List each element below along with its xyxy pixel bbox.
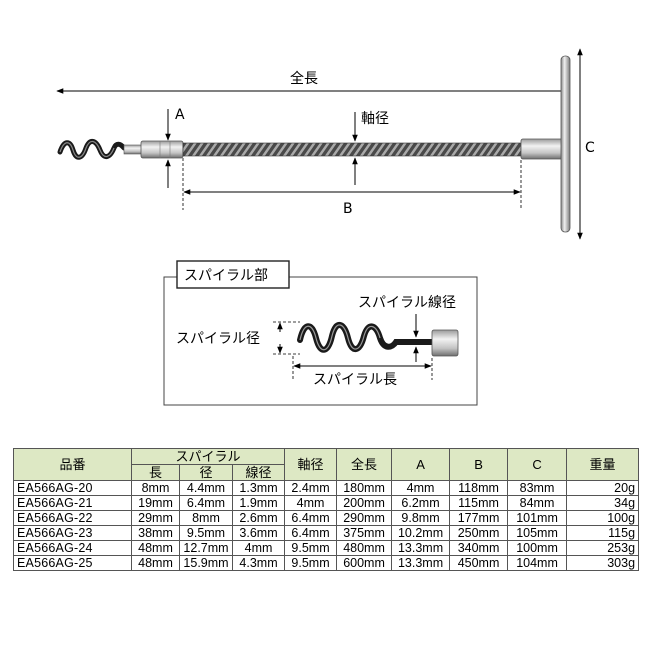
b-label: B	[343, 201, 353, 217]
cell-wire: 1.3mm	[231, 480, 286, 496]
rear-ferrule	[520, 138, 564, 160]
cell-total: 180mm	[336, 480, 393, 496]
cell-c: 105mm	[507, 525, 568, 541]
cell-b: 177mm	[449, 510, 509, 526]
cell-a: 13.3mm	[391, 555, 451, 571]
spiral-inset-title: スパイラル部	[184, 268, 268, 284]
cell-wire: 3.6mm	[231, 525, 286, 541]
cell-total: 200mm	[336, 495, 393, 511]
shaft-diameter-label: 軸径	[361, 111, 389, 127]
cell-diameter: 6.4mm	[179, 495, 233, 511]
a-label: A	[175, 107, 185, 123]
cell-b: 450mm	[449, 555, 509, 571]
header-spiral-wire: 線径	[231, 464, 286, 481]
cell-length: 48mm	[131, 555, 180, 571]
header-a: A	[391, 448, 451, 481]
table-row: EA566AG-23 38mm 9.5mm 3.6mm 6.4mm 375mm …	[13, 525, 640, 541]
cell-b: 115mm	[449, 495, 509, 511]
cell-total: 480mm	[336, 540, 393, 556]
cell-weight: 115g	[566, 525, 640, 541]
tip-stub	[123, 144, 143, 155]
cell-weight: 100g	[566, 510, 640, 526]
cell-b: 340mm	[449, 540, 509, 556]
cell-a: 13.3mm	[391, 540, 451, 556]
t-handle	[560, 55, 571, 233]
cell-b: 118mm	[449, 480, 509, 496]
header-c: C	[507, 448, 568, 481]
cell-total: 290mm	[336, 510, 393, 526]
header-b: B	[449, 448, 509, 481]
cell-a: 10.2mm	[391, 525, 451, 541]
table-row: EA566AG-20 8mm 4.4mm 1.3mm 2.4mm 180mm 4…	[13, 480, 640, 496]
inset-spiral	[297, 322, 435, 353]
cell-c: 100mm	[507, 540, 568, 556]
cell-wire: 1.9mm	[231, 495, 286, 511]
cell-diameter: 9.5mm	[179, 525, 233, 541]
spiral-wire-diameter-label: スパイラル線径	[358, 295, 456, 311]
cell-wire: 4.3mm	[231, 555, 286, 571]
cell-a: 6.2mm	[391, 495, 451, 511]
cell-diameter: 4.4mm	[179, 480, 233, 496]
cell-shaft: 6.4mm	[284, 525, 338, 541]
header-shaft: 軸径	[284, 448, 338, 481]
cell-length: 19mm	[131, 495, 180, 511]
cell-length: 29mm	[131, 510, 180, 526]
cell-model: EA566AG-24	[13, 540, 132, 556]
spiral-tip	[57, 139, 127, 160]
cell-weight: 303g	[566, 555, 640, 571]
table-row: EA566AG-21 19mm 6.4mm 1.9mm 4mm 200mm 6.…	[13, 495, 640, 511]
cell-model: EA566AG-25	[13, 555, 132, 571]
cell-weight: 20g	[566, 480, 640, 496]
spiral-length-label: スパイラル長	[313, 372, 397, 388]
header-weight: 重量	[566, 448, 640, 481]
cell-shaft: 4mm	[284, 495, 338, 511]
cell-model: EA566AG-20	[13, 480, 132, 496]
spiral-inset-title-box	[176, 260, 290, 289]
table-row: EA566AG-25 48mm 15.9mm 4.3mm 9.5mm 600mm…	[13, 555, 640, 571]
cell-diameter: 12.7mm	[179, 540, 233, 556]
cell-a: 4mm	[391, 480, 451, 496]
inset-ferrule	[431, 329, 459, 357]
table-row: EA566AG-22 29mm 8mm 2.6mm 6.4mm 290mm 9.…	[13, 510, 640, 526]
header-total: 全長	[336, 448, 393, 481]
cell-shaft: 9.5mm	[284, 555, 338, 571]
cell-weight: 253g	[566, 540, 640, 556]
header-spiral: スパイラル	[130, 448, 286, 465]
cell-total: 375mm	[336, 525, 393, 541]
spiral-diameter-label: スパイラル径	[176, 331, 260, 347]
total-length-label: 全長	[290, 70, 318, 87]
cell-length: 48mm	[131, 540, 180, 556]
cell-shaft: 6.4mm	[284, 510, 338, 526]
cell-model: EA566AG-21	[13, 495, 132, 511]
cell-shaft: 2.4mm	[284, 480, 338, 496]
cell-a: 9.8mm	[391, 510, 451, 526]
c-label: C	[585, 140, 595, 156]
header-spiral-diameter: 径	[179, 464, 233, 481]
cell-model: EA566AG-23	[13, 525, 132, 541]
cell-c: 84mm	[507, 495, 568, 511]
header-spiral-length: 長	[131, 464, 180, 481]
cell-model: EA566AG-22	[13, 510, 132, 526]
cell-length: 38mm	[131, 525, 180, 541]
twisted-shaft	[182, 142, 522, 157]
cell-total: 600mm	[336, 555, 393, 571]
cell-length: 8mm	[131, 480, 180, 496]
cell-c: 104mm	[507, 555, 568, 571]
cell-diameter: 8mm	[179, 510, 233, 526]
cell-c: 83mm	[507, 480, 568, 496]
cell-wire: 2.6mm	[231, 510, 286, 526]
cell-b: 250mm	[449, 525, 509, 541]
header-model: 品番	[13, 448, 132, 481]
cell-diameter: 15.9mm	[179, 555, 233, 571]
tool-diagram: 全長 A 軸径 B C スパイラル部 スパイラル線径 スパイラ	[56, 48, 595, 406]
cell-weight: 34g	[566, 495, 640, 511]
cell-shaft: 9.5mm	[284, 540, 338, 556]
spec-table: 品番 スパイラル 軸径 全長 A B C 重量 長 径 線径 EA566AG-2…	[13, 448, 640, 571]
front-ferrule	[140, 140, 184, 159]
table-row: EA566AG-24 48mm 12.7mm 4mm 9.5mm 480mm 1…	[13, 540, 640, 556]
cell-wire: 4mm	[231, 540, 286, 556]
cell-c: 101mm	[507, 510, 568, 526]
